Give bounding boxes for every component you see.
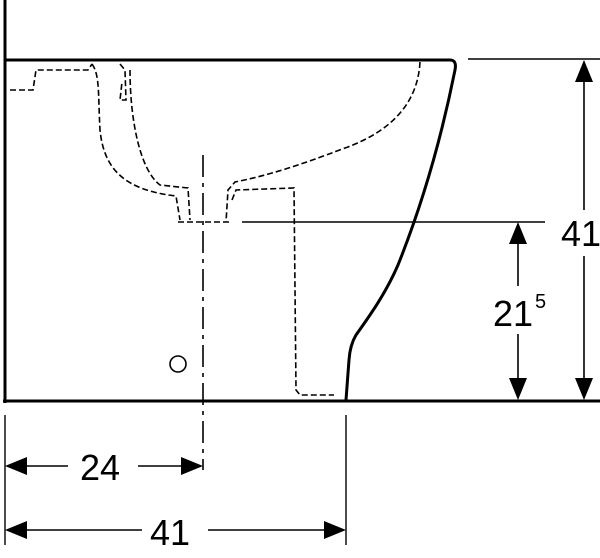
bowl-outline (5, 58, 457, 401)
dimension-overall-height: 41 (560, 60, 600, 400)
hidden-lines (10, 61, 421, 396)
dimension-outlet-height: 21 5 (490, 222, 556, 400)
overall-depth-label: 41 (150, 512, 190, 553)
dimension-axis-distance: 24 (5, 445, 203, 489)
overall-height-label: 41 (561, 213, 600, 254)
outlet-height-label: 21 (493, 293, 533, 334)
dimension-overall-depth: 41 (5, 508, 346, 554)
fixing-hole (169, 355, 187, 373)
outlet-height-superscript: 5 (535, 291, 546, 313)
axis-distance-label: 24 (80, 447, 120, 488)
